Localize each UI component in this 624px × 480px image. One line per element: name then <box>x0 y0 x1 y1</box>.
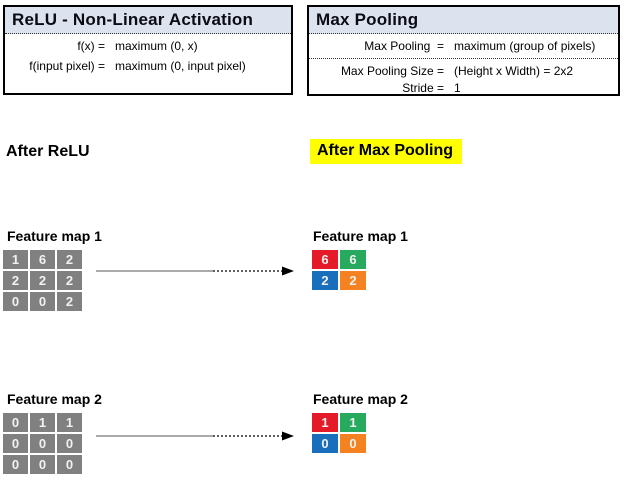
arrow-feature-map-1 <box>96 266 294 276</box>
grid-cell: 6 <box>312 250 338 269</box>
feature-map-1-output-label: Feature map 1 <box>313 228 408 244</box>
maxpool-definition-box: Max Pooling Max Pooling = maximum (group… <box>307 5 620 96</box>
after-relu-heading: After ReLU <box>6 143 90 160</box>
grid-cell: 6 <box>340 250 366 269</box>
grid-cell: 2 <box>57 292 82 311</box>
grid-cell: 0 <box>3 455 28 474</box>
relu-pixel-lhs: f(input pixel) = <box>29 59 105 73</box>
arrow-feature-map-2 <box>96 431 294 441</box>
grid-cell: 2 <box>312 271 338 290</box>
maxpool-size-row: Max Pooling Size = (Height x Width) = 2x… <box>309 64 618 79</box>
grid-cell: 0 <box>3 292 28 311</box>
grid-cell: 0 <box>340 434 366 453</box>
relu-definition-box: ReLU - Non-Linear Activation f(x) = maxi… <box>3 5 293 95</box>
maxpool-definition-row: Max Pooling = maximum (group of pixels) <box>309 39 618 54</box>
grid-cell: 0 <box>30 292 55 311</box>
grid-cell: 2 <box>57 250 82 269</box>
maxpool-stride-rhs: 1 <box>454 81 461 95</box>
grid-cell: 2 <box>57 271 82 290</box>
relu-pixel-rhs: maximum (0, input pixel) <box>115 59 246 73</box>
grid-cell: 0 <box>3 413 28 432</box>
grid-cell: 0 <box>312 434 338 453</box>
grid-cell: 1 <box>57 413 82 432</box>
relu-box-title: ReLU - Non-Linear Activation <box>5 7 291 34</box>
grid-cell: 2 <box>340 271 366 290</box>
maxpool-stride-lhs: Stride = <box>402 81 444 95</box>
grid-cell: 2 <box>3 271 28 290</box>
grid-cell: 0 <box>57 434 82 453</box>
feature-map-2-output-label: Feature map 2 <box>313 391 408 407</box>
after-max-pooling-heading: After Max Pooling <box>310 139 463 164</box>
relu-formula-generic: f(x) = maximum (0, x) <box>5 39 291 54</box>
feature-map-1-input-label: Feature map 1 <box>7 228 102 244</box>
grid-cell: 1 <box>3 250 28 269</box>
grid-cell: 1 <box>340 413 366 432</box>
maxpool-size-rhs: (Height x Width) = 2x2 <box>454 64 574 78</box>
grid-cell: 1 <box>30 413 55 432</box>
relu-formula-lhs: f(x) = <box>77 39 105 53</box>
maxpool-stride-row: Stride = 1 <box>309 81 618 96</box>
feature-map-2-input-label: Feature map 2 <box>7 391 102 407</box>
grid-cell: 0 <box>30 434 55 453</box>
grid-cell: 6 <box>30 250 55 269</box>
maxpool-def-lhs: Max Pooling = <box>364 39 444 53</box>
grid-cell: 1 <box>312 413 338 432</box>
maxpool-box-divider <box>309 58 618 59</box>
maxpool-def-rhs: maximum (group of pixels) <box>454 39 596 53</box>
relu-formula-rhs: maximum (0, x) <box>115 39 198 53</box>
grid-cell: 0 <box>3 434 28 453</box>
grid-cell: 0 <box>30 455 55 474</box>
grid-cell: 0 <box>57 455 82 474</box>
maxpool-size-lhs: Max Pooling Size = <box>340 64 444 78</box>
grid-cell: 2 <box>30 271 55 290</box>
relu-formula-pixel: f(input pixel) = maximum (0, input pixel… <box>5 59 291 74</box>
maxpool-box-title: Max Pooling <box>309 7 618 34</box>
